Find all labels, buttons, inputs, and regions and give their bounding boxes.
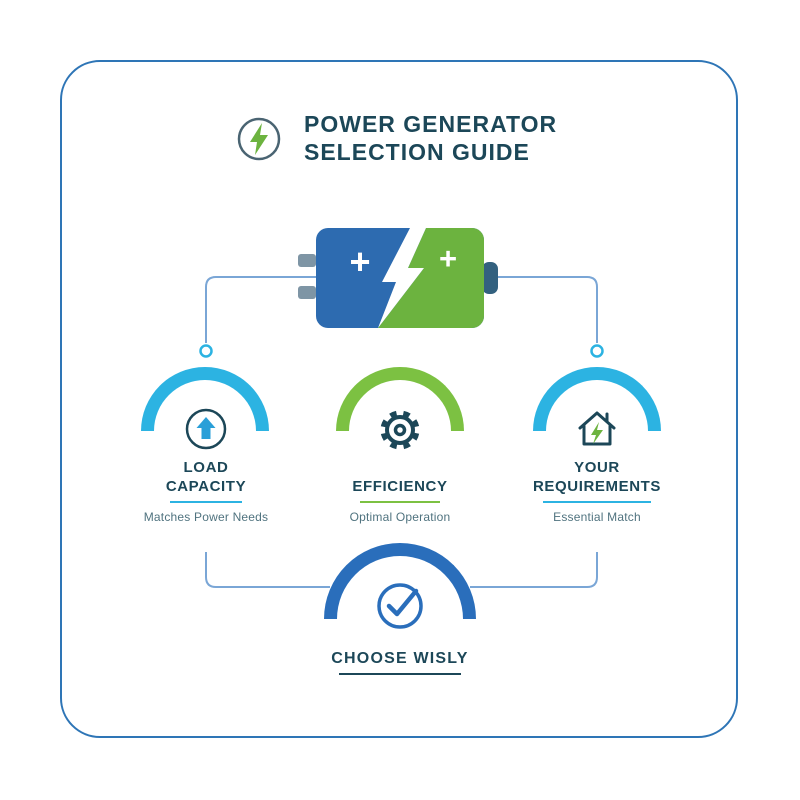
gear-hub [393,423,407,437]
battery-green-half [378,228,484,328]
house-bolt [591,422,603,444]
label-underline [360,501,440,503]
lightning-circle-icon [237,117,281,161]
node-label-line1: YOUR [574,459,620,476]
gear-teeth [380,410,420,450]
lightning-bolt [250,123,268,155]
footer-underline [339,673,461,675]
house-roof [578,411,616,430]
battery-plus-left: + [349,241,370,282]
check-circle-icon [377,583,423,629]
node-efficiency: EFFICIENCY Optimal Operation [300,458,500,524]
node-sublabel: Matches Power Needs [143,510,269,524]
footer-label: CHOOSE WISLY [331,650,469,667]
node-label-line2: CAPACITY [165,478,247,495]
gear-icon [380,410,420,450]
node-sublabel: Essential Match [553,510,641,524]
node-label-line2: REQUIREMENTS [532,478,662,495]
battery-terminal-left-top [298,254,316,267]
label-underline [543,501,651,503]
battery-terminal-left-bottom [298,286,316,299]
page-title-line1: POWER GENERATOR [304,111,558,137]
split-battery-icon: + + [298,228,498,328]
node-load-capacity: LOAD CAPACITY Matches Power Needs [106,458,306,524]
up-arrow [196,417,216,439]
battery-body [316,228,484,328]
footer: CHOOSE WISLY [300,650,500,675]
battery-plus-right: + [439,241,457,276]
node-your-requirements: YOUR REQUIREMENTS Essential Match [497,458,697,524]
battery-divider-bolt [378,228,426,328]
check-mark [386,588,419,617]
page-title-line2: SELECTION GUIDE [304,139,530,165]
label-underline [170,501,242,503]
battery-terminal-right [482,262,498,294]
lightning-circle-ring [237,117,281,161]
up-arrow-circle-icon [185,408,227,450]
node-label: YOUR REQUIREMENTS [497,458,697,496]
node-label-line1: EFFICIENCY [352,478,448,495]
node-sublabel: Optimal Operation [349,510,451,524]
house-lightning-icon [578,411,616,446]
node-label: EFFICIENCY [300,458,500,496]
outer-frame [60,60,738,738]
gear-body [385,415,415,445]
node-label: LOAD CAPACITY [106,458,306,496]
page-title: POWER GENERATOR SELECTION GUIDE [304,110,557,166]
node-label-line1: LOAD [183,459,229,476]
house-walls [582,424,612,446]
